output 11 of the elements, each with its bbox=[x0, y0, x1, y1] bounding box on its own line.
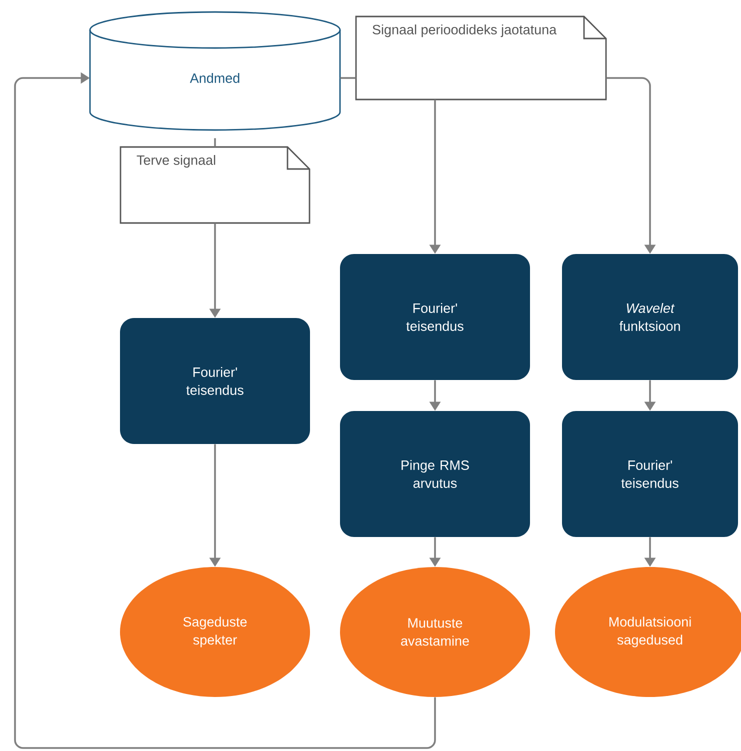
note-box: Signaal perioodideks jaotatuna bbox=[355, 16, 607, 100]
process-box: Fourier' teisendus bbox=[562, 411, 738, 537]
arrow bbox=[14, 72, 436, 749]
connector-line bbox=[340, 77, 356, 79]
connector-line bbox=[214, 138, 216, 147]
process-box: Fourier' teisendus bbox=[340, 254, 530, 380]
process-box: Pinge RMS arvutus bbox=[340, 411, 530, 537]
process-box: Wavelet funktsioon bbox=[562, 254, 738, 380]
note-box: Terve signaal bbox=[120, 146, 310, 224]
database-cylinder: Andmed bbox=[89, 11, 341, 131]
process-box: Fourier' teisendus bbox=[120, 318, 310, 444]
